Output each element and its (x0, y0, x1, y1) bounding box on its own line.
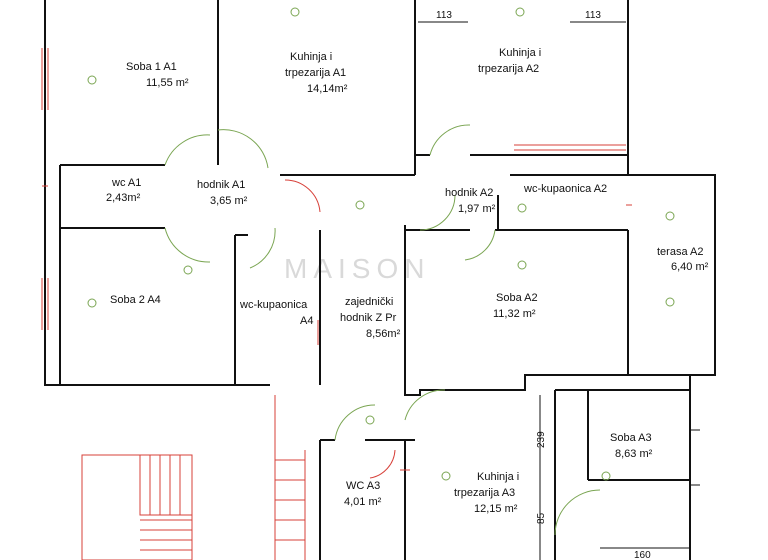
room-label-wc-kupaonica-a4-line2: A4 (300, 315, 313, 327)
dim-85: 85 (536, 512, 547, 524)
room-area-wc-a1: 2,43m² (106, 192, 141, 204)
room-area-terasa-a2: 6,40 m² (671, 261, 709, 273)
room-area-soba-a2: 11,32 m² (493, 308, 536, 320)
room-label-kuhinja-a1-line2: trpezarija A1 (285, 67, 346, 79)
room-label-soba-a1: Soba 1 A1 (126, 61, 177, 73)
room-label-kuhinja-a1-line1: Kuhinja i (290, 51, 332, 63)
dim-top-left: 113 (436, 10, 452, 21)
dim-160: 160 (634, 550, 651, 560)
room-label-soba-a4: Soba 2 A4 (110, 294, 161, 306)
room-label-wc-a1: wc A1 (111, 177, 141, 189)
room-label-zajednicki-line1: zajednički (345, 296, 393, 308)
watermark: MAISON (284, 253, 430, 284)
room-label-wc-kupaonica-a2: wc-kupaonica A2 (523, 183, 607, 195)
room-label-kuhinja-a2-line2: trpezarija A2 (478, 63, 539, 75)
room-area-kuhinja-a1: 14,14m² (307, 83, 348, 95)
room-area-kuhinja-a3: 12,15 m² (474, 503, 518, 515)
room-label-kuhinja-a3-line2: trpezarija A3 (454, 487, 515, 499)
dim-top-right: 113 (585, 10, 601, 21)
room-area-soba-a3: 8,63 m² (615, 448, 653, 460)
room-label-soba-a3: Soba A3 (610, 432, 652, 444)
door-swings (164, 124, 601, 536)
room-area-soba-a1: 11,55 m² (146, 77, 189, 89)
fixture-markers (87, 7, 675, 481)
room-area-zajednicki: 8,56m² (366, 328, 401, 340)
outer-walls (44, 0, 716, 560)
room-label-wc-a3: WC A3 (346, 480, 380, 492)
room-label-kuhinja-a2-line1: Kuhinja i (499, 47, 541, 59)
dimension-lines (418, 21, 690, 560)
interior-walls (59, 0, 700, 560)
room-label-wc-kupaonica-a4-line1: wc-kupaonica (239, 299, 308, 311)
room-label-kuhinja-a3-line1: Kuhinja i (477, 471, 519, 483)
room-label-hodnik-a1: hodnik A1 (197, 179, 245, 191)
room-label-hodnik-a2: hodnik A2 (445, 187, 493, 199)
dim-239: 239 (536, 431, 547, 448)
windows (41, 48, 632, 471)
room-label-terasa-a2: terasa A2 (657, 246, 703, 258)
room-area-wc-a3: 4,01 m² (344, 496, 382, 508)
room-area-hodnik-a2: 1,97 m² (458, 203, 496, 215)
room-label-soba-a2: Soba A2 (496, 292, 538, 304)
staircase (81, 395, 306, 560)
room-label-zajednicki-line2: hodnik Z Pr (340, 312, 397, 324)
room-area-hodnik-a1: 3,65 m² (210, 195, 248, 207)
